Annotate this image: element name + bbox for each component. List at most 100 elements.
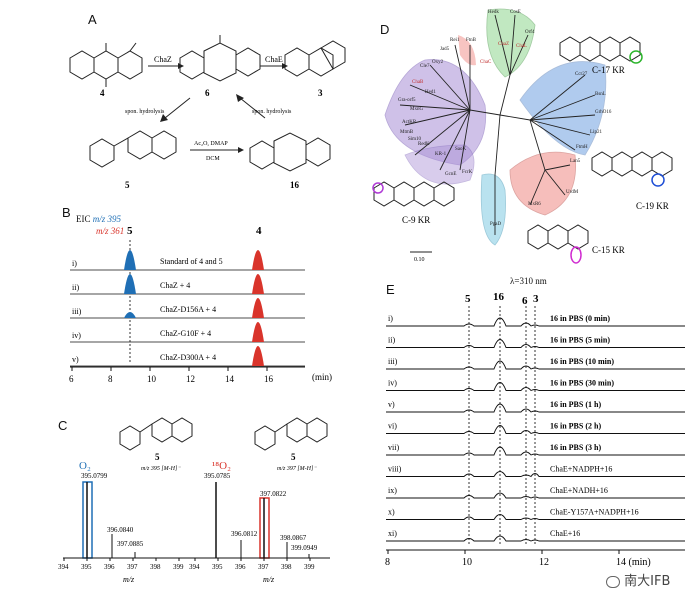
watermark: 南大IFB (606, 570, 670, 589)
compound-16-label: 16 (290, 180, 300, 190)
b-trace-index: i) (72, 259, 77, 268)
b-trace-red-peak (252, 346, 264, 366)
enzyme-chae-label: ChaE (265, 55, 283, 64)
compound-5-structure-left (119, 417, 193, 451)
c-left-xlabel: m/z (123, 575, 135, 584)
clade-label-c15: C-15 KR (592, 245, 625, 255)
peak-label-5: 5 (127, 225, 133, 237)
b-trace-label: ChaZ-G10F + 4 (160, 329, 211, 338)
panel-e-chromatogram: 5 16 6 3 i)16 in PBS (0 min)ii)16 in PBS… (385, 291, 685, 568)
hydrolysis-note-right: spon. hydrolysis (252, 109, 292, 115)
b-tick-label: 6 (69, 374, 74, 384)
c-left-tick: 398 (150, 563, 161, 571)
tree-leaf-label: Hed1 (425, 90, 436, 95)
tree-leaf-label: FtnB (466, 38, 477, 43)
e-trace-label: ChaE+NADPH+16 (550, 465, 612, 474)
c-left-mz: m/z 395 [M-H]⁻ (141, 466, 181, 472)
c-right-peak-4: 399.0949 (291, 544, 318, 552)
c-right-peak-1: 396.0812 (231, 530, 258, 538)
wechat-icon (606, 575, 620, 588)
e-trace-line (386, 317, 685, 327)
tree-leaf-label: Ccr27 (575, 72, 588, 77)
compound-4-structure (69, 42, 143, 87)
clade-label-c9: C-9 KR (402, 215, 430, 225)
tree-leaf-label: ChaC (480, 60, 492, 65)
panel-d-letter: D (380, 22, 390, 37)
b-tick-label: 16 (264, 374, 274, 384)
compound-5-structure (89, 130, 177, 168)
tree-leaf-label: Gra-orf5 (398, 98, 416, 103)
b-trace-blue-peak (124, 274, 136, 294)
c-left-peak-0: 395.0799 (81, 472, 108, 480)
e-trace-label: 16 in PBS (10 min) (550, 357, 614, 366)
b-trace-blue-peak (124, 250, 136, 270)
e-trace-index: vii) (388, 443, 399, 452)
panel-c-ms: 5 m/z 395 [M-H]⁻ O₂ 5 m/z 397 [M-H]⁻ ¹⁸O… (58, 417, 330, 584)
eic-label: EIC (76, 214, 91, 224)
e-trace-label: 16 in PBS (2 h) (550, 422, 601, 431)
tree-leaf-label: CosE (510, 10, 521, 15)
c-right-peak-0: 395.0785 (204, 472, 231, 480)
e-tick-label: 12 (539, 557, 549, 568)
compound-6-structure (179, 35, 261, 82)
e-tick-label: 14 (min) (616, 557, 651, 568)
eic-legend: EIC m/z 395 (76, 214, 121, 224)
tree-leaf-label: Lip21 (590, 130, 602, 135)
e-trace-label: 16 in PBS (1 h) (550, 400, 601, 409)
e-trace-line (386, 514, 685, 521)
b-trace-red-peak (252, 322, 264, 342)
e-trace-line (386, 471, 685, 478)
e-trace-label: 16 in PBS (0 min) (550, 314, 610, 323)
panel-b-letter: B (62, 205, 71, 220)
panel-a-scheme: 4 6 3 ChaZ ChaE spon. hydrolysis spon. h… (69, 35, 346, 190)
c-left-tick: 396 (104, 563, 115, 571)
c-right-tick: 396 (235, 563, 246, 571)
tree-leaf-label: RedK (418, 142, 430, 147)
tree-leaf-label: MxR6 (528, 202, 541, 207)
tree-leaf-label: UrdM (566, 190, 579, 195)
b-trace-blue-peak (124, 312, 136, 318)
c-left-peak-1: 396.0840 (107, 526, 134, 534)
panel-c-letter: C (58, 418, 68, 433)
e-trace-index: iii) (388, 357, 398, 366)
eic-mz-blue: m/z 395 (92, 214, 122, 224)
c-right-o2: ¹⁸O₂ (212, 460, 231, 472)
panel-b-chromatogram: 5 4 i)Standard of 4 and 5ii)ChaZ + 4iii)… (69, 225, 332, 384)
tree-leaf-label: BsnL (595, 92, 606, 97)
tree-leaf-label: ActKR (402, 120, 417, 125)
e-trace-label: 16 in PBS (3 h) (550, 443, 601, 452)
b-tick-label: 14 (225, 374, 235, 384)
e-trace-label: ChaE+16 (550, 529, 580, 538)
e-trace-index: v) (388, 400, 395, 409)
tree-leaf-label: Jad5 (440, 47, 450, 52)
compound-5-label: 5 (125, 180, 130, 190)
e-tick-label: 10 (462, 557, 472, 568)
e-tick-label: 8 (385, 557, 390, 568)
b-trace-index: v) (72, 355, 79, 364)
e-trace-line (386, 492, 685, 499)
tree-leaf-label: ChaZ (498, 42, 509, 47)
c-left-tick: 397 (127, 563, 138, 571)
tree-leaf-label: GcnE (445, 172, 456, 177)
compound-3-label: 3 (318, 88, 323, 98)
b-trace-label: ChaZ-D300A + 4 (160, 353, 216, 362)
reagent-label: Ac₂O, DMAP (194, 141, 228, 147)
b-trace-index: iii) (72, 307, 82, 316)
c-right-tick: 394 (189, 563, 200, 571)
e-trace-index: i) (388, 314, 393, 323)
c17-structure (559, 36, 643, 64)
tree-leaf-label: PgaD (490, 222, 502, 227)
c-right-mz: m/z 397 [M-H]⁻ (277, 466, 317, 472)
tree-leaf-label: SaoK (455, 147, 467, 152)
tree-leaf-label: Orf4 (525, 30, 535, 35)
solvent-label: DCM (206, 156, 220, 162)
b-trace-index: ii) (72, 283, 79, 292)
compound-3-structure (284, 40, 346, 77)
c-right-xlabel: m/z (263, 575, 275, 584)
c-right-tick: 397 (258, 563, 269, 571)
panel-d-tree: HedkChaZCosEOrf4Gra-orf5ActKRChaBMtmBRed… (372, 8, 673, 264)
tree-leaf-label: FcrK (462, 170, 473, 175)
tree-leaf-label: Cle7 (420, 64, 430, 69)
c-left-peak-2: 397.0885 (117, 540, 144, 548)
c15-structure (527, 224, 589, 264)
